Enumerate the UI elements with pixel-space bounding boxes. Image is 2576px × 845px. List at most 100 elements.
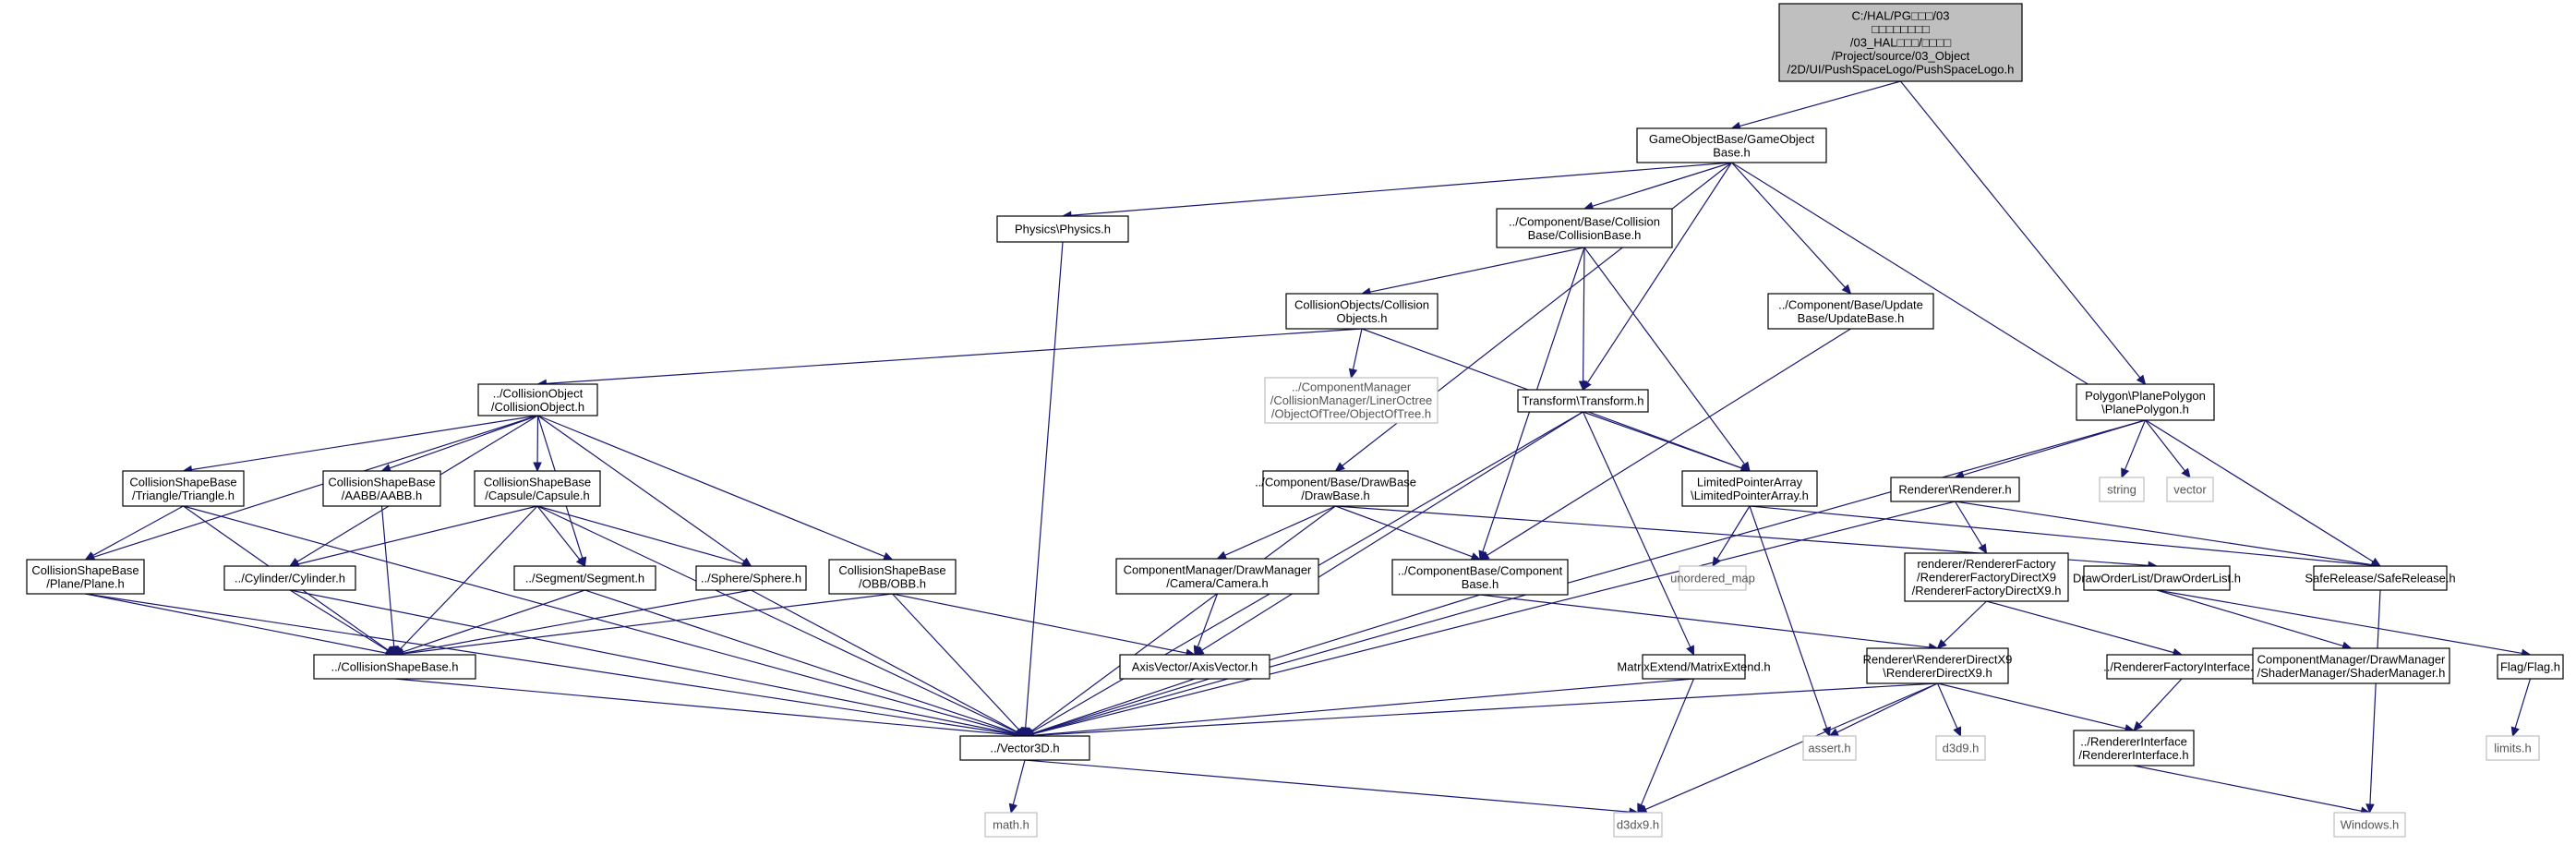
edge-compb-to-rdx9 [1479, 594, 1930, 648]
node-box [2252, 647, 2450, 684]
node-safe[interactable]: SafeRelease/SafeRelease.h [2305, 565, 2456, 591]
node-cam[interactable]: ComponentManager/DrawManager/Camera/Came… [1115, 558, 1319, 595]
edge-csb-to-vec3 [394, 678, 1017, 736]
node-box [2333, 812, 2406, 838]
node-octree[interactable]: ../ComponentManager/CollisionManager/Lin… [1264, 377, 1438, 424]
arrowhead-poly-to-string [2121, 467, 2130, 479]
node-box [2073, 730, 2195, 767]
edge-tri-to-plane [92, 505, 184, 557]
node-csb[interactable]: ../CollisionShapeBase.h [313, 654, 476, 680]
node-vec3[interactable]: ../Vector3D.h [959, 735, 1090, 761]
node-trans[interactable]: Transform\Transform.h [1517, 389, 1649, 413]
node-box [1802, 735, 1857, 761]
edge-vec3-to-math [1012, 759, 1026, 805]
node-label-line: Base.h [1713, 145, 1750, 159]
node-rfi[interactable]: ../RendererFactoryInterface.h [2103, 654, 2260, 680]
edge-cam-to-axis [1197, 593, 1219, 647]
arrowhead-rdx9-to-assert [1828, 728, 1840, 737]
node-root[interactable]: C:/HAL/PG□□□/03□□□□□□□□/03_HAL□□□/□□□□/P… [1778, 3, 2023, 82]
edge-gob-to-updb [1731, 162, 1846, 288]
node-label-line: /Camera/Camera.h [1166, 576, 1269, 590]
edge-obb-to-axis [892, 593, 1187, 654]
node-rdx9[interactable]: Renderer\RendererDirectX9\RendererDirect… [1863, 647, 2013, 684]
node-box [223, 565, 356, 591]
node-tri[interactable]: CollisionShapeBase/Triangle/Triangle.h [122, 470, 245, 507]
node-renderer[interactable]: Renderer\Renderer.h [1890, 477, 2020, 502]
node-box [2099, 477, 2145, 502]
edge-sph-to-vec3 [751, 589, 1018, 733]
node-vector[interactable]: vector [2166, 477, 2214, 502]
node-plane[interactable]: CollisionShapeBase/Plane/Plane.h [26, 559, 145, 595]
edge-renderer-to-safe [1955, 501, 2373, 566]
node-matx[interactable]: MatrixExtend/MatrixExtend.h [1617, 654, 1771, 680]
arrowhead-drawb-to-cam [1216, 550, 1228, 560]
edge-axis-to-vec3 [1032, 678, 1196, 734]
node-box [1262, 470, 1409, 507]
node-d3dx9[interactable]: d3dx9.h [1613, 812, 1663, 838]
node-flag[interactable]: Flag/Flag.h [2497, 654, 2564, 680]
edge-colobj-to-plane [92, 415, 538, 558]
node-math[interactable]: math.h [984, 812, 1038, 838]
node-cyl[interactable]: ../Cylinder/Cylinder.h [223, 565, 356, 591]
edge-caps-to-seg [536, 505, 581, 561]
node-colobjs[interactable]: CollisionObjects/CollisionObjects.h [1285, 293, 1438, 330]
node-label-line: Base.h [1462, 577, 1499, 591]
node-string[interactable]: string [2099, 477, 2145, 502]
edge-rdx9-to-assert [1836, 682, 1938, 733]
node-obb[interactable]: CollisionShapeBase/OBB/OBB.h [828, 559, 957, 595]
node-label-line: □□□□□□□□ [1872, 22, 1930, 36]
node-dol[interactable]: DrawOrderList/DrawOrderList.h [2073, 565, 2241, 591]
node-box [695, 565, 807, 591]
node-rint[interactable]: ../RendererInterface/RendererInterface.h [2073, 730, 2195, 767]
node-box [2497, 654, 2564, 680]
node-d3d9[interactable]: d3d9.h [1935, 735, 1986, 761]
node-caps[interactable]: CollisionShapeBase/Capsule/Capsule.h [474, 470, 601, 507]
node-limp[interactable]: LimitedPointerArray\LimitedPointerArray.… [1681, 470, 1818, 507]
node-shm[interactable]: ComponentManager/DrawManager/ShaderManag… [2252, 647, 2450, 684]
edge-gob-to-safe [1731, 162, 2374, 562]
node-updb[interactable]: ../Component/Base/UpdateBase/UpdateBase.… [1767, 293, 1934, 330]
arrowhead-rdx9-to-d3d9 [1953, 726, 1962, 738]
node-compb[interactable]: ../ComponentBase/ComponentBase.h [1391, 559, 1569, 596]
node-sph[interactable]: ../Sphere/Sphere.h [695, 565, 807, 591]
edge-rdx9-to-rint [1937, 682, 2126, 730]
arrowhead-rfact-to-rdx9 [1936, 638, 1947, 649]
node-umap[interactable]: unordered_map [1670, 565, 1755, 591]
arrowhead-flag-to-limits [2510, 726, 2520, 738]
edge-caps-to-vec3 [536, 505, 1018, 733]
node-gob[interactable]: GameObjectBase/GameObjectBase.h [1636, 127, 1827, 163]
node-label-line: \PlanePolygon.h [2101, 402, 2189, 416]
node-label-line: d3d9.h [1943, 742, 1980, 755]
node-colobj[interactable]: ../CollisionObject/CollisionObject.h [477, 383, 598, 416]
arrowhead-renderer-to-rfact [1978, 543, 1988, 555]
node-label-line: /ObjectOfTree/ObjectOfTree.h [1271, 407, 1431, 421]
node-seg[interactable]: ../Segment/Segment.h [513, 565, 656, 591]
node-box [1517, 389, 1649, 413]
node-box [1767, 293, 1934, 330]
node-poly[interactable]: Polygon\PlanePolygon\PlanePolygon.h [2076, 383, 2215, 421]
node-phys[interactable]: Physics\Physics.h [996, 215, 1129, 243]
node-win[interactable]: Windows.h [2333, 812, 2406, 838]
edge-obb-to-csb [403, 593, 893, 655]
node-limits[interactable]: limits.h [2486, 735, 2540, 761]
arrowhead-updb-to-compb [1478, 550, 1490, 561]
node-rfact[interactable]: renderer/RendererFactory/RendererFactory… [1904, 552, 2069, 602]
edge-root-to-gob [1739, 80, 1901, 127]
node-label-line: /RendererInterface.h [2078, 748, 2188, 762]
node-axis[interactable]: AxisVector/AxisVector.h [1119, 654, 1270, 680]
node-box [2106, 654, 2257, 680]
edge-colobj-to-tri [191, 415, 538, 471]
node-label-line: \RendererDirectX9.h [1883, 666, 1992, 680]
edge-renderer-to-rfact [1954, 501, 1983, 547]
edge-matx-to-d3dx9 [1640, 678, 1695, 805]
edge-dol-to-shm [2156, 589, 2344, 646]
node-label-line: ../Sphere/Sphere.h [701, 572, 801, 585]
node-aabb[interactable]: CollisionShapeBase/AABB/AABB.h [322, 470, 441, 507]
edge-colb-to-limp [1583, 247, 1746, 465]
node-label-line: /Capsule/Capsule.h [485, 489, 589, 502]
node-label-line: /Triangle/Triangle.h [132, 489, 235, 502]
node-drawb[interactable]: ../Component/Base/DrawBase/DrawBase.h [1255, 470, 1416, 507]
node-colb[interactable]: ../Component/Base/CollisionBase/Collisio… [1496, 208, 1673, 248]
arrowhead-colb-to-trans [1578, 380, 1588, 392]
node-assert[interactable]: assert.h [1802, 735, 1857, 761]
